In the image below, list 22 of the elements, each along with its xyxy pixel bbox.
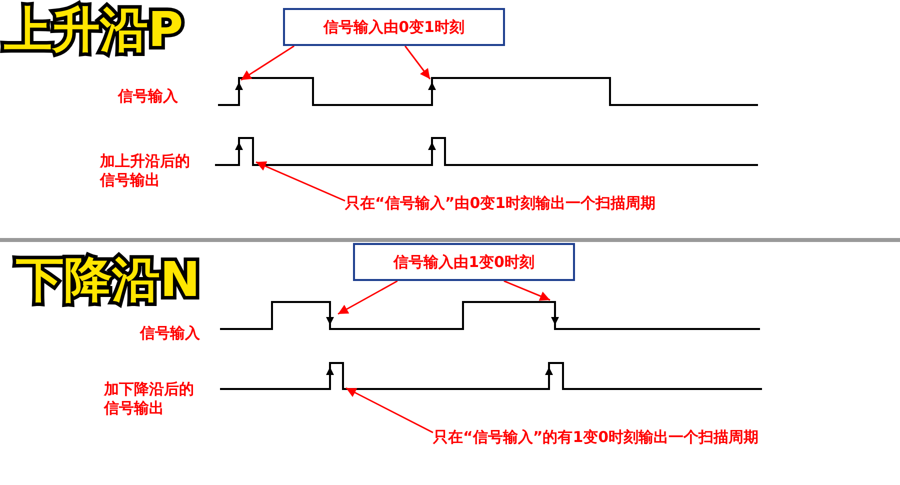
callout-box: 信号输入由0变1时刻 bbox=[283, 8, 505, 46]
note-text: 只在“信号输入”由0变1时刻输出一个扫描周期 bbox=[345, 192, 775, 214]
leader-arrow bbox=[346, 387, 434, 434]
transition-marker bbox=[326, 302, 334, 325]
signal-label: 加下降沿后的信号输出 bbox=[104, 380, 195, 418]
signal-label: 加上升沿后的信号输出 bbox=[100, 152, 191, 190]
leader-arrow bbox=[256, 161, 346, 202]
signal-label: 信号输入 bbox=[118, 87, 179, 106]
section-heading: 上升沿P bbox=[4, 6, 184, 54]
callout-box: 信号输入由1变0时刻 bbox=[353, 243, 575, 281]
transition-marker bbox=[428, 82, 436, 105]
pulse-waveform bbox=[235, 137, 254, 165]
leader-arrow bbox=[404, 46, 431, 80]
signal-label: 信号输入 bbox=[140, 324, 201, 343]
pulse-waveform bbox=[326, 362, 344, 389]
leader-arrow bbox=[240, 45, 294, 81]
leader-arrow bbox=[504, 280, 550, 301]
leader-arrow bbox=[338, 280, 398, 315]
transition-marker bbox=[235, 82, 243, 105]
transition-marker bbox=[551, 302, 559, 325]
section-heading: 下降沿N bbox=[16, 256, 200, 304]
note-text: 只在“信号输入”的有1变0时刻输出一个扫描周期 bbox=[433, 426, 868, 448]
